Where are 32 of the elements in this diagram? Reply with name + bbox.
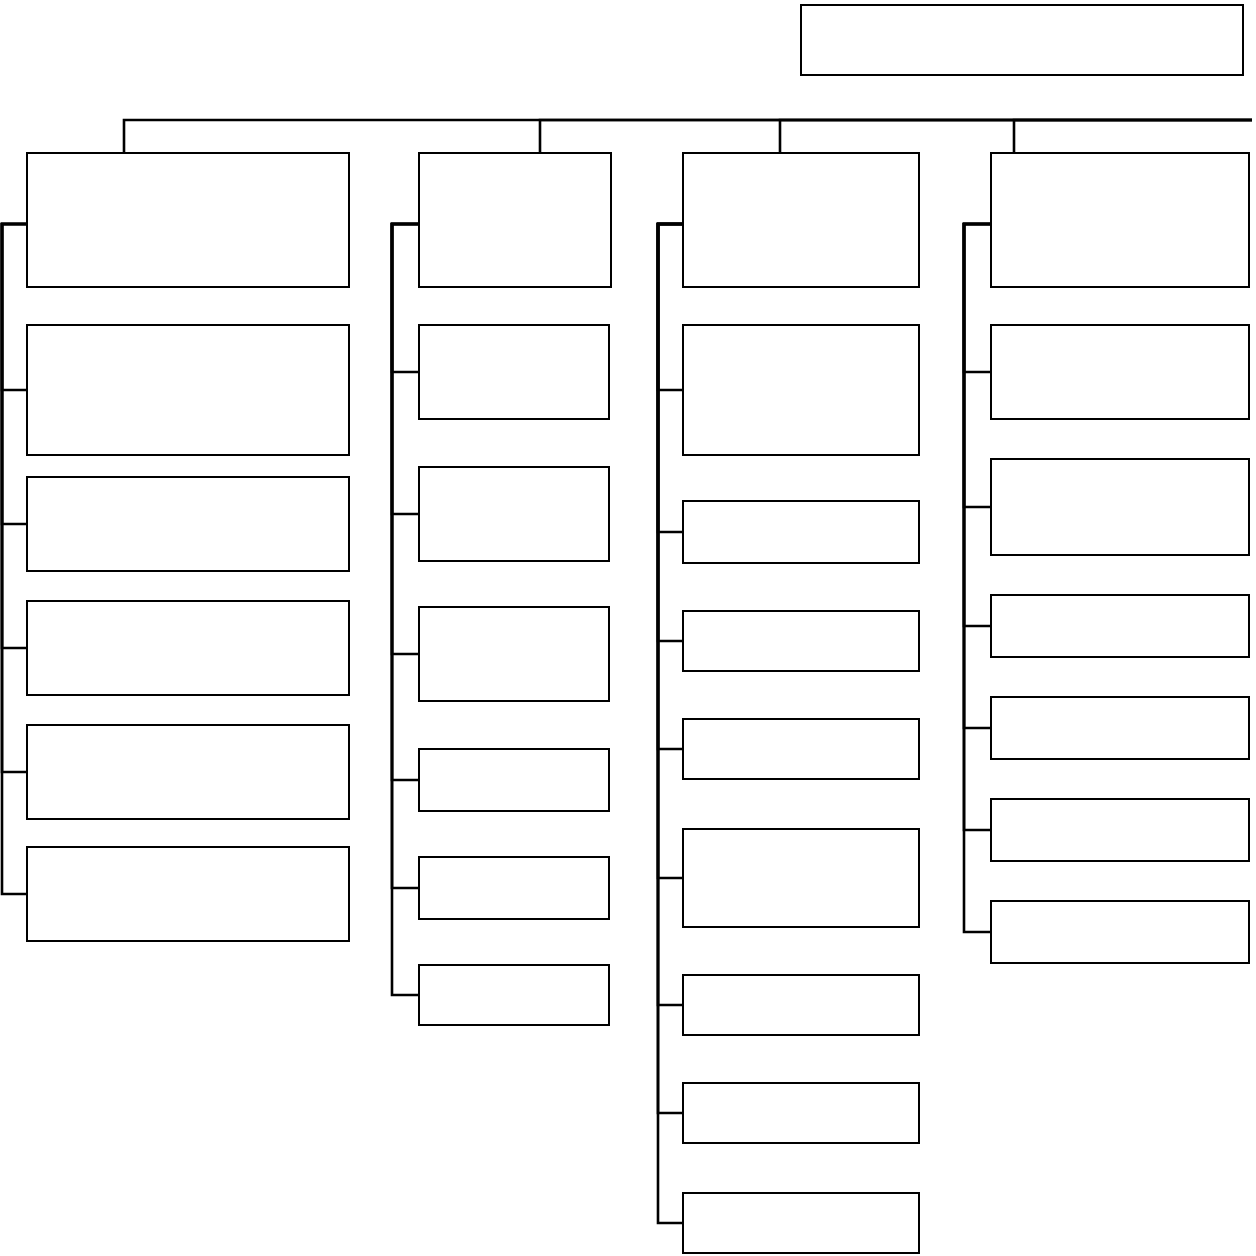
org-box: [682, 718, 920, 780]
org-box: [682, 1082, 920, 1144]
org-box: [26, 846, 350, 942]
org-box: [682, 828, 920, 928]
org-box: [682, 1192, 920, 1254]
org-box: [418, 606, 610, 702]
org-box: [26, 324, 350, 456]
org-box: [418, 964, 610, 1026]
org-box: [990, 594, 1250, 658]
org-box: [418, 856, 610, 920]
org-box: [418, 748, 610, 812]
connector-line: [0, 222, 26, 896]
org-box: [682, 324, 920, 456]
org-box: [26, 600, 350, 696]
org-box: [418, 466, 610, 562]
org-box: [800, 4, 1244, 76]
org-box: [990, 324, 1250, 420]
org-box: [26, 724, 350, 820]
org-box: [990, 696, 1250, 760]
org-box: [682, 974, 920, 1036]
org-box: [990, 798, 1250, 862]
org-box: [26, 476, 350, 572]
connector-line: [1012, 118, 1252, 152]
org-box: [418, 152, 612, 288]
org-box: [26, 152, 350, 288]
org-box: [682, 610, 920, 672]
org-box: [682, 500, 920, 564]
org-box: [682, 152, 920, 288]
org-box: [990, 458, 1250, 556]
org-box: [990, 900, 1250, 964]
org-box: [418, 324, 610, 420]
org-box: [990, 152, 1250, 288]
